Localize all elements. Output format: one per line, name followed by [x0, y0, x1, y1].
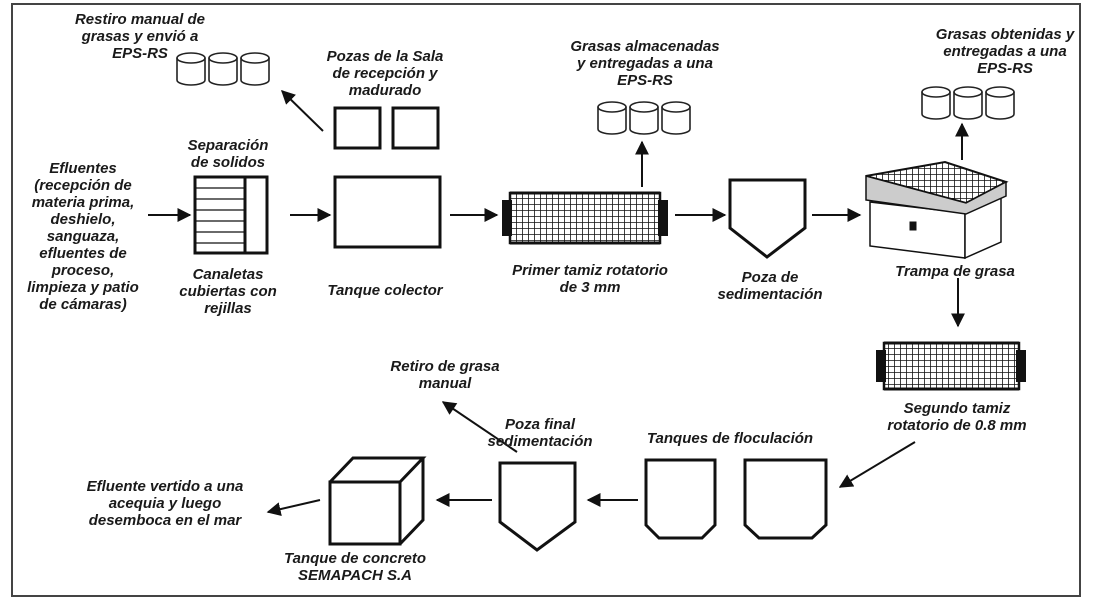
- label-tanque-colector-line: Tanque colector: [327, 282, 443, 299]
- tanque-concreto-shape: [328, 456, 427, 546]
- barrel-icon: [953, 86, 983, 120]
- label-tanque-concreto-line: Tanque de concreto: [284, 550, 426, 567]
- diagram-frame: [11, 3, 1081, 597]
- segundo-tamiz-shape: [876, 341, 1026, 391]
- label-trampa-grasa: Trampa de grasa: [880, 263, 1030, 280]
- label-efluentes-line: (recepción de: [34, 177, 132, 194]
- barrel-group-almacenadas: [597, 101, 691, 135]
- label-efluentes-line: efluentes de: [39, 245, 127, 262]
- label-efluentes-line: proceso,: [51, 262, 115, 279]
- trampa-grasa-shape: [865, 160, 1009, 260]
- poza-final-shape: [498, 461, 577, 552]
- label-poza-sedimentacion-line: Poza de: [741, 269, 799, 286]
- barrel-icon: [240, 52, 270, 86]
- label-restiro-line: grasas y envió a: [81, 28, 199, 45]
- label-separacion-line: Separación: [187, 137, 269, 154]
- arrow-pozafinal-retiro: [441, 401, 518, 453]
- tanque-floculacion-1: [644, 458, 717, 540]
- label-segundo-tamiz-line: rotatorio de 0.8 mm: [887, 417, 1027, 434]
- label-retiro-grasa-line: Retiro de grasa: [390, 358, 500, 375]
- label-poza-final-line: Poza final: [504, 416, 575, 433]
- label-efluente-vertido-line: acequia y luego: [108, 495, 222, 512]
- poza-sala-1: [333, 106, 382, 150]
- label-retiro-grasa-line: manual: [418, 375, 472, 392]
- barrel-icon: [208, 52, 238, 86]
- label-pozas-sala-line: Pozas de la Sala: [326, 48, 444, 65]
- label-restiro-line: Restiro manual de: [74, 11, 206, 28]
- label-canaletas-line: Canaletas: [192, 266, 264, 283]
- label-segundo-tamiz-line: Segundo tamiz: [903, 400, 1011, 417]
- canaletas-shape: [193, 175, 269, 255]
- label-grasas-almacenadas-line: EPS-RS: [617, 72, 673, 89]
- poza-sedimentacion-shape: [728, 178, 807, 259]
- barrel-icon: [629, 101, 659, 135]
- label-canaletas-line: cubiertas con: [179, 283, 277, 300]
- barrel-icon: [597, 101, 627, 135]
- label-efluentes-line: sanguaza,: [46, 228, 120, 245]
- barrel-group-restiro: [176, 52, 270, 86]
- label-trampa-grasa-line: Trampa de grasa: [895, 263, 1015, 280]
- arrow-sala-restiro: [280, 90, 324, 132]
- barrel-icon: [661, 101, 691, 135]
- label-grasas-almacenadas-line: y entregadas a una: [577, 55, 713, 72]
- label-grasas-obtenidas-line: entregadas a una: [943, 43, 1067, 60]
- label-pozas-sala-line: de recepción y: [332, 65, 438, 82]
- barrel-icon: [985, 86, 1015, 120]
- label-tanques-floculacion-line: Tanques de floculación: [646, 430, 814, 447]
- label-grasas-obtenidas-line: EPS-RS: [977, 60, 1033, 77]
- label-poza-sedimentacion-line: sedimentación: [717, 286, 823, 303]
- label-efluentes-line: limpieza y patio: [27, 279, 139, 296]
- label-efluentes-line: deshielo,: [50, 211, 116, 228]
- label-efluentes-line: de cámaras): [39, 296, 127, 313]
- label-grasas-obtenidas-line: Grasas obtenidas y: [935, 26, 1075, 43]
- label-efluente-vertido-line: desemboca en el mar: [88, 512, 242, 529]
- label-tanque-colector: Tanque colector: [310, 282, 460, 299]
- label-primer-tamiz-line: de 3 mm: [559, 279, 621, 296]
- label-efluentes-line: Efluentes: [49, 160, 117, 177]
- barrel-icon: [176, 52, 206, 86]
- poza-sala-2: [391, 106, 440, 150]
- label-primer-tamiz-line: Primer tamiz rotatorio: [512, 262, 668, 279]
- label-restiro-line: EPS-RS: [112, 45, 168, 62]
- label-pozas-sala-line: madurado: [348, 82, 422, 99]
- label-canaletas-line: rejillas: [204, 300, 252, 317]
- arrow-concreto-efluente: [266, 499, 321, 516]
- label-poza-final-line: sedimentación: [487, 433, 593, 450]
- primer-tamiz-shape: [502, 191, 668, 245]
- label-separacion-line: de solidos: [190, 154, 266, 171]
- label-efluentes-line: materia prima,: [31, 194, 135, 211]
- label-tanque-concreto-line: SEMAPACH S.A: [298, 567, 412, 584]
- label-grasas-almacenadas-line: Grasas almacenadas: [570, 38, 720, 55]
- tanque-colector-shape: [333, 175, 442, 249]
- label-tanques-floculacion: Tanques de floculación: [630, 430, 830, 447]
- tanque-floculacion-2: [743, 458, 828, 540]
- barrel-group-obtenidas: [921, 86, 1015, 120]
- arrow-segundo-floculacion: [838, 441, 916, 488]
- barrel-icon: [921, 86, 951, 120]
- label-efluente-vertido-line: Efluente vertido a una: [86, 478, 244, 495]
